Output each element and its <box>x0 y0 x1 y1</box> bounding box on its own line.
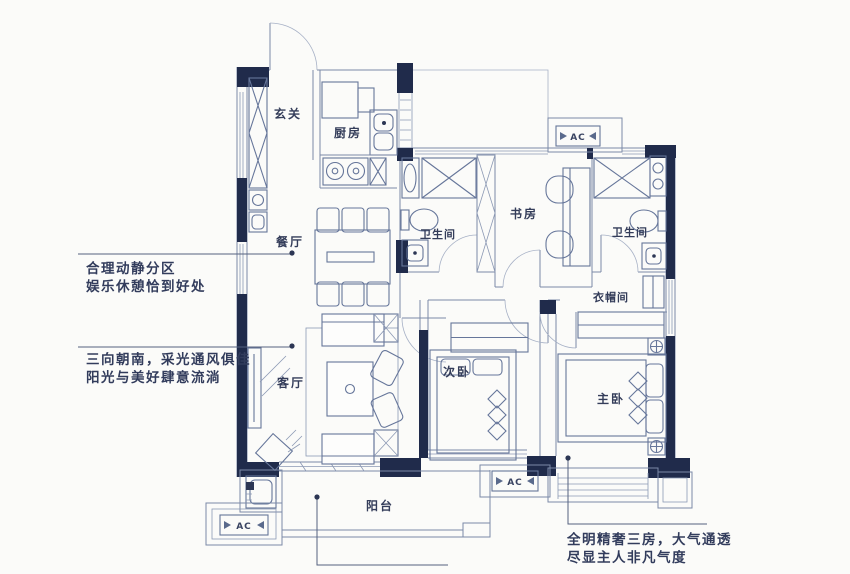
annotation-south-line2: 阳光与美好肆意流淌 <box>86 369 221 386</box>
bath2-fixtures <box>593 155 667 270</box>
annotation-south-line1: 三向朝南，采光通风俱佳 <box>86 351 251 368</box>
ac-unit-label-top: AC <box>570 133 586 143</box>
balcony-structures <box>205 117 693 546</box>
living-furniture <box>247 313 404 472</box>
ac-unit-label-left: AC <box>236 522 252 532</box>
exterior-walls <box>236 22 676 478</box>
ac-unit-label-right: AC <box>507 478 523 488</box>
study-furniture <box>545 167 591 267</box>
entry-closet <box>248 77 268 189</box>
structural-walls <box>237 63 690 478</box>
door-swings <box>401 234 639 363</box>
annotation-zoning-line1: 合理动静分区 <box>86 260 176 277</box>
master-furniture <box>557 311 667 456</box>
annotation-bright-line2: 尽显主人非凡气度 <box>567 549 687 566</box>
room-label-master: 主卧 <box>597 391 625 406</box>
cloakroom-shelf <box>642 275 665 309</box>
room-label-living: 客厅 <box>276 375 305 390</box>
kitchen-fixtures <box>319 81 398 189</box>
duct-shaft <box>476 154 496 273</box>
room-label-study: 书房 <box>510 206 538 221</box>
room-label-entry: 玄关 <box>274 106 302 121</box>
room-label-kitchen: 厨房 <box>334 125 362 140</box>
room-label-bedroom2: 次卧 <box>443 364 471 379</box>
dining-table-set <box>248 189 391 307</box>
room-label-bath2: 卫生间 <box>612 225 648 239</box>
bedroom2-furniture <box>429 322 529 461</box>
room-label-dining: 餐厅 <box>276 234 304 249</box>
room-label-cloakroom: 衣帽间 <box>593 290 629 304</box>
bath1-fixtures <box>400 157 477 267</box>
room-label-bath1: 卫生间 <box>420 227 456 241</box>
annotation-zoning-line2: 娱乐休憩恰到好处 <box>86 278 206 295</box>
room-label-balcony: 阳台 <box>366 498 394 513</box>
callout-leaders <box>78 250 707 566</box>
annotation-bright-line1: 全明精奢三房，大气通透 <box>566 531 732 548</box>
